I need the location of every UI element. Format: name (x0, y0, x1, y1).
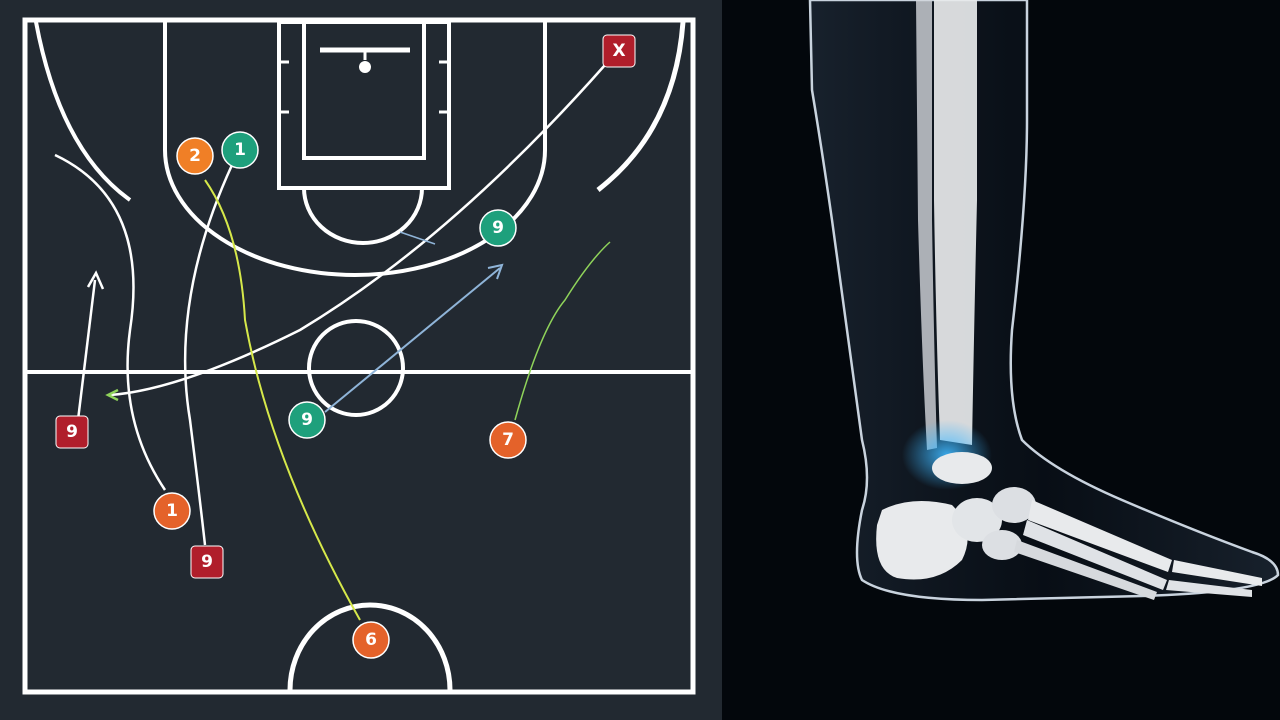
center-circle (307, 319, 405, 417)
rim (359, 61, 371, 73)
marker-label: 1 (234, 140, 246, 160)
marker-9-center: 9 (288, 401, 326, 439)
arrowhead-green (105, 388, 119, 402)
navicular-bone (952, 498, 1002, 542)
metatarsal-bone (1014, 540, 1157, 600)
upper-key-arc (163, 22, 547, 277)
path-9-left (76, 279, 97, 421)
bottom-arc (287, 602, 453, 691)
path-9-center-pass (324, 267, 501, 413)
court-boundary (22, 17, 696, 695)
arrowhead-white (86, 270, 105, 290)
path-short-blue (399, 231, 436, 245)
marker-6: 6 (352, 621, 390, 659)
marker-label: 7 (502, 430, 514, 450)
cuneiform-bone (992, 487, 1036, 523)
marker-x: X (602, 34, 636, 68)
path-x-pass (109, 64, 606, 397)
leg-xray-illustration (722, 0, 1280, 720)
arrowhead-blue (487, 263, 504, 280)
path-1-cut (54, 153, 167, 491)
marker-label: 9 (492, 218, 504, 238)
court-svg: 2 1 9 9 7 9 1 (22, 17, 696, 695)
toe-phalanx (1166, 580, 1252, 597)
tibia-bone (934, 0, 977, 445)
xray-svg (808, 0, 1280, 602)
marker-7: 7 (489, 421, 527, 459)
three-point-arc-left (34, 21, 132, 202)
marker-label: 6 (365, 630, 377, 650)
marker-label: 1 (166, 501, 178, 521)
talus-bone (932, 452, 992, 484)
cuboid-bone (982, 530, 1022, 560)
basketball-play-diagram: 2 1 9 9 7 9 1 (22, 17, 696, 695)
marker-2-top: 2 (176, 137, 214, 175)
free-throw-circle (302, 187, 424, 245)
paint-inner (302, 20, 426, 160)
marker-label: 9 (301, 410, 313, 430)
path-9-cut (183, 164, 234, 546)
marker-1-top: 1 (221, 131, 259, 169)
marker-9-low: 9 (190, 545, 224, 579)
marker-label: 2 (189, 146, 201, 166)
marker-9-right: 9 (479, 209, 517, 247)
path-6-yellow (204, 179, 361, 621)
metatarsal-bone (1023, 520, 1167, 590)
path-7-green (514, 241, 611, 421)
three-point-arc-right (596, 21, 686, 192)
marker-1-low: 1 (153, 492, 191, 530)
metatarsal-bone (1028, 500, 1172, 572)
marker-label: 9 (66, 422, 78, 442)
marker-9-left: 9 (55, 415, 89, 449)
marker-label: X (612, 41, 625, 61)
fibula-bone (916, 0, 937, 450)
toe-phalanx (1172, 560, 1262, 586)
marker-label: 9 (201, 552, 213, 572)
calcaneus-bone (876, 501, 968, 580)
